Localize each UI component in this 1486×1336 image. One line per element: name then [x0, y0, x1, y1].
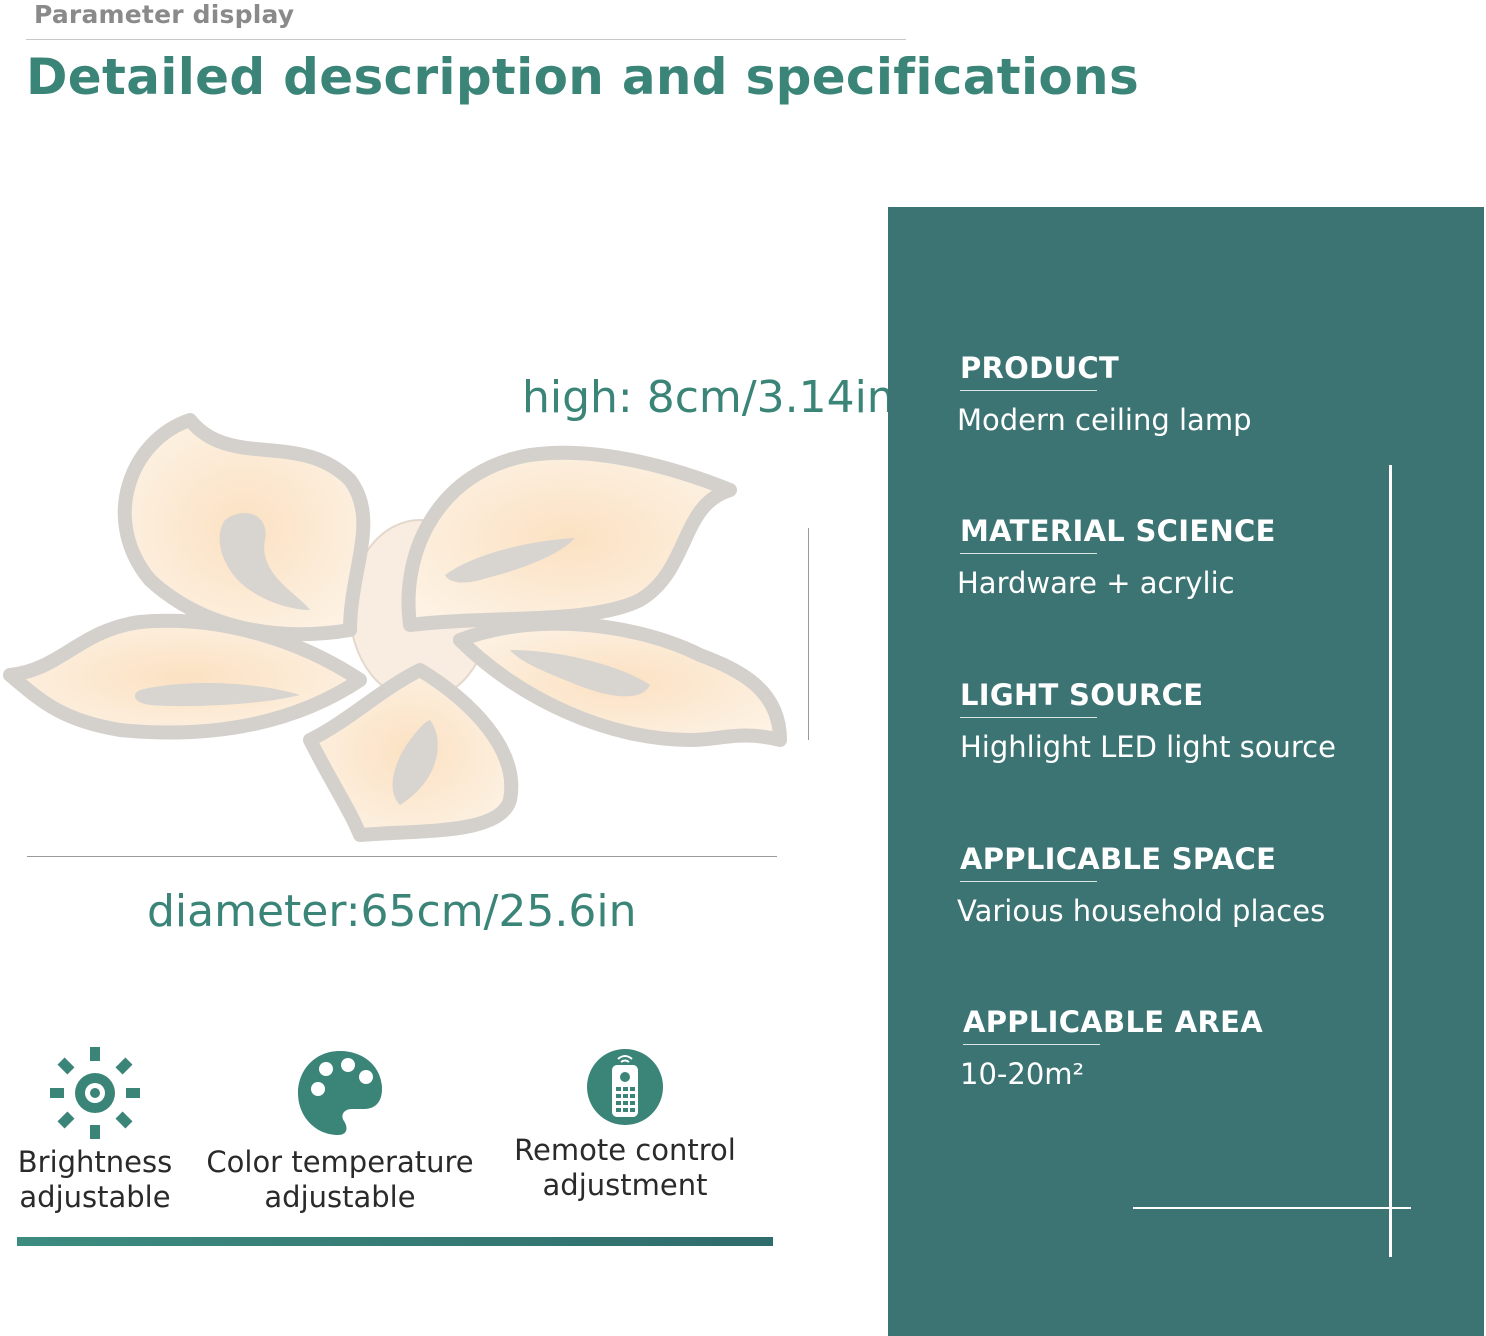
spec-value: Modern ceiling lamp [957, 403, 1252, 437]
spec-heading: LIGHT SOURCE [960, 678, 1204, 712]
feature-remote-control: Remote control adjustment [505, 1047, 745, 1203]
height-dimension: high: 8cm/3.14in [522, 372, 895, 423]
spec-applicable-space: APPLICABLE SPACE Various household place… [957, 842, 1326, 928]
height-dimension-line [808, 528, 809, 740]
page-title: Detailed description and specifications [26, 48, 1140, 106]
panel-decorative-vline [1389, 465, 1392, 1257]
spec-heading: APPLICABLE AREA [963, 1005, 1263, 1039]
spec-heading: APPLICABLE SPACE [960, 842, 1277, 876]
spec-value: 10-20m² [960, 1057, 1085, 1091]
spec-underline [960, 553, 1097, 554]
specifications-panel: PRODUCT Modern ceiling lamp MATERIAL SCI… [888, 207, 1484, 1336]
feature-label-line2: adjustment [542, 1168, 708, 1202]
remote-control-icon [587, 1049, 663, 1125]
spec-underline [960, 881, 1097, 882]
spec-value: Highlight LED light source [960, 730, 1336, 764]
feature-brightness: Brightness adjustable [10, 1047, 180, 1215]
diameter-dimension: diameter:65cm/25.6in [147, 886, 637, 937]
spec-underline [963, 1044, 1100, 1045]
spec-applicable-area: APPLICABLE AREA 10-20m² [960, 1005, 1263, 1091]
bottom-accent-bar [17, 1237, 773, 1246]
spec-material: MATERIAL SCIENCE Hardware + acrylic [957, 514, 1276, 600]
spec-value: Various household places [957, 894, 1326, 928]
feature-label-line1: Color temperature [206, 1145, 474, 1179]
feature-color-temperature: Color temperature adjustable [205, 1047, 475, 1215]
top-divider [26, 39, 906, 40]
brightness-icon [50, 1047, 140, 1139]
panel-decorative-hline [1133, 1207, 1411, 1209]
spec-underline [960, 390, 1097, 391]
spec-underline [960, 717, 1097, 718]
feature-label-line2: adjustable [264, 1180, 416, 1214]
feature-label-line1: Brightness [17, 1145, 173, 1179]
palette-icon [298, 1051, 382, 1135]
feature-label-line1: Remote control [514, 1133, 736, 1167]
ceiling-lamp-image [3, 413, 787, 842]
spec-value: Hardware + acrylic [957, 566, 1235, 600]
spec-light-source: LIGHT SOURCE Highlight LED light source [960, 678, 1336, 764]
spec-heading: PRODUCT [960, 351, 1120, 385]
diameter-dimension-line [27, 856, 777, 857]
feature-label-line2: adjustable [19, 1180, 171, 1214]
section-label: Parameter display [34, 0, 295, 29]
spec-heading: MATERIAL SCIENCE [960, 514, 1276, 548]
spec-product: PRODUCT Modern ceiling lamp [957, 351, 1252, 437]
